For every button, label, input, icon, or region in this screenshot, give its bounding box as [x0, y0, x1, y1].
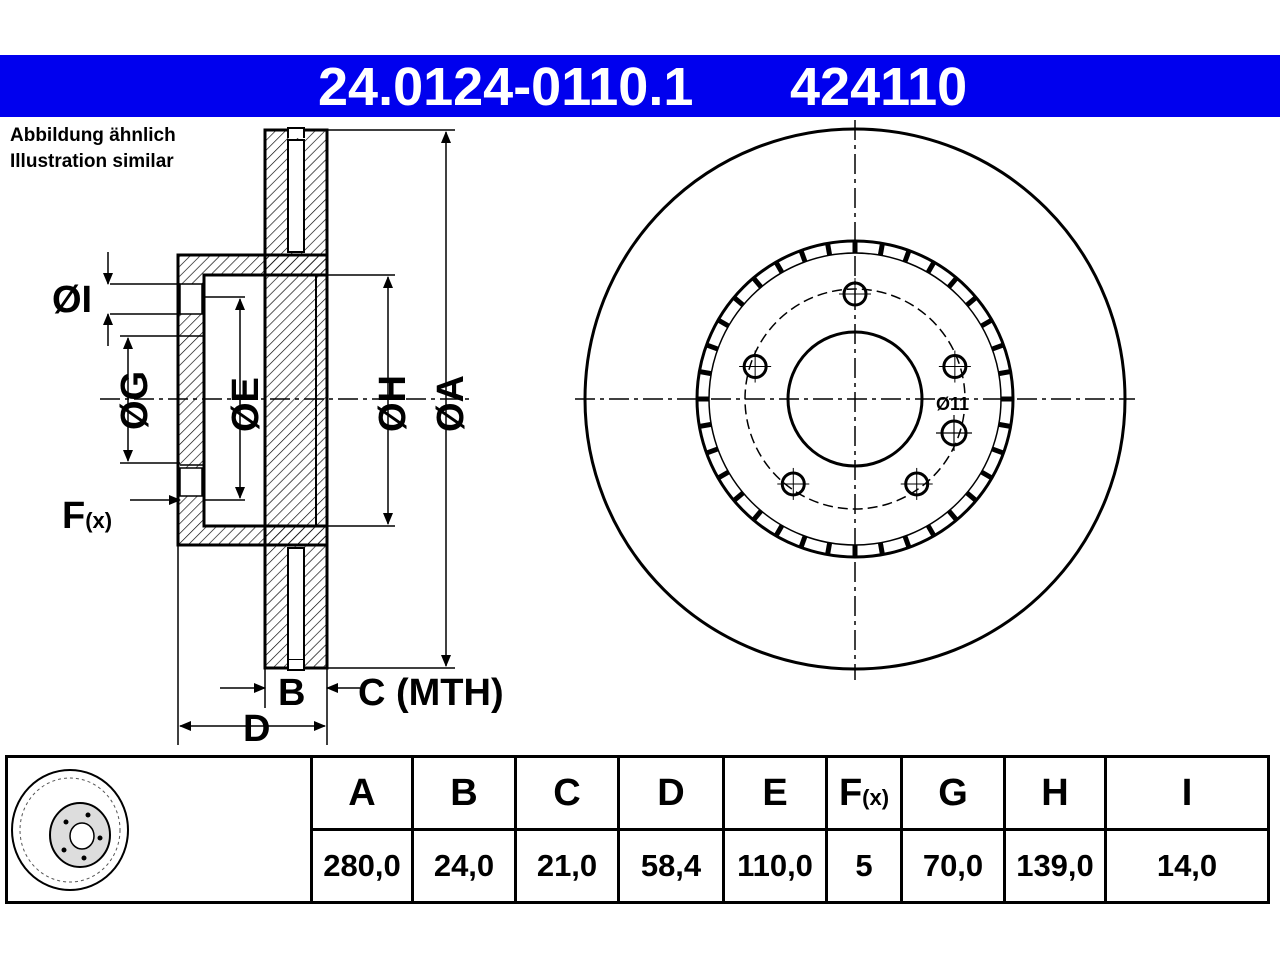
spec-header-row: A B C D E F(x) G H I	[5, 755, 1270, 904]
vent-slot	[946, 276, 959, 289]
vent-slot	[798, 535, 808, 549]
vent-slot	[732, 295, 745, 308]
vent-slot	[705, 342, 719, 352]
header-f: F(x)	[825, 755, 903, 831]
vent-channel	[287, 139, 305, 661]
value-h: 139,0	[1003, 828, 1107, 904]
vent-slot	[980, 469, 994, 481]
vent-slot	[980, 317, 994, 329]
vent-slot	[825, 542, 833, 556]
header-h: H	[1003, 755, 1107, 831]
spec-table: A B C D E F(x) G H I 280,0 24,0 21,0 58,…	[5, 755, 1270, 904]
vent-slot	[877, 242, 885, 256]
vent-slot	[991, 446, 1005, 456]
header-g: G	[900, 755, 1006, 831]
value-f: 5	[825, 828, 903, 904]
vent-slot	[925, 524, 937, 538]
reference-number: 424110	[790, 57, 968, 117]
header-e: E	[722, 755, 828, 831]
vent-slot	[965, 295, 978, 308]
centre-bore	[786, 330, 924, 468]
label-b: B	[278, 672, 305, 714]
label-f: F(x)	[62, 495, 112, 537]
vent-slot	[698, 369, 712, 377]
header-c: C	[514, 755, 620, 831]
bolt-holes	[739, 278, 971, 500]
part-number: 24.0124-0110.1	[318, 57, 694, 117]
vent-slot	[716, 317, 730, 329]
vent-slot	[798, 249, 808, 263]
vent-slot	[902, 249, 912, 263]
thumbnail-cell	[5, 755, 313, 904]
value-e: 110,0	[722, 828, 828, 904]
value-g: 70,0	[900, 828, 1006, 904]
label-dia-e: ØE	[225, 377, 267, 432]
note-line-de: Abbildung ähnlich	[10, 125, 176, 146]
vent-slot	[877, 542, 885, 556]
header-a: A	[310, 755, 414, 831]
vent-slot	[705, 446, 719, 456]
label-hole-dia: Ø11	[936, 394, 969, 414]
vent-slot	[998, 421, 1012, 429]
vent-slot	[751, 509, 764, 522]
disc-outer-edge	[583, 127, 1127, 671]
title-bar: 24.0124-0110.1 424110	[0, 55, 1280, 117]
label-dia-i: ØI	[52, 279, 92, 321]
vent-slot	[716, 469, 730, 481]
vent-slots	[697, 241, 1013, 557]
label-dia-g: ØG	[114, 371, 156, 430]
vent-slot	[825, 242, 833, 256]
label-dia-h: ØH	[372, 375, 414, 432]
vent-slot	[751, 276, 764, 289]
label-d: D	[243, 708, 270, 750]
value-b: 24,0	[411, 828, 517, 904]
value-d: 58,4	[617, 828, 725, 904]
vent-slot	[998, 369, 1012, 377]
header-b: B	[411, 755, 517, 831]
side-section-view: ØI ØG ØE ØH ØA F(x) B C (MTH) D	[52, 127, 504, 750]
vent-slot	[732, 490, 745, 503]
label-dia-a: ØA	[430, 375, 472, 432]
vent-slot	[925, 260, 937, 274]
header-i: I	[1104, 755, 1270, 831]
vent-slot	[965, 490, 978, 503]
vent-slot	[698, 421, 712, 429]
vent-slot	[946, 509, 959, 522]
front-view: Ø11	[575, 120, 1135, 680]
vent-slot	[991, 342, 1005, 352]
note-line-en: Illustration similar	[10, 151, 174, 172]
vent-slot	[773, 524, 785, 538]
spec-value-row: 280,0 24,0 21,0 58,4 110,0 5 70,0 139,0 …	[7, 828, 1270, 904]
value-c: 21,0	[514, 828, 620, 904]
label-c-mth: C (MTH)	[358, 672, 504, 714]
vent-slot	[773, 260, 785, 274]
value-a: 280,0	[310, 828, 414, 904]
header-d: D	[617, 755, 725, 831]
illustration-note: Abbildung ähnlich Illustration similar	[10, 123, 176, 175]
vent-slot	[902, 535, 912, 549]
value-i: 14,0	[1104, 828, 1270, 904]
